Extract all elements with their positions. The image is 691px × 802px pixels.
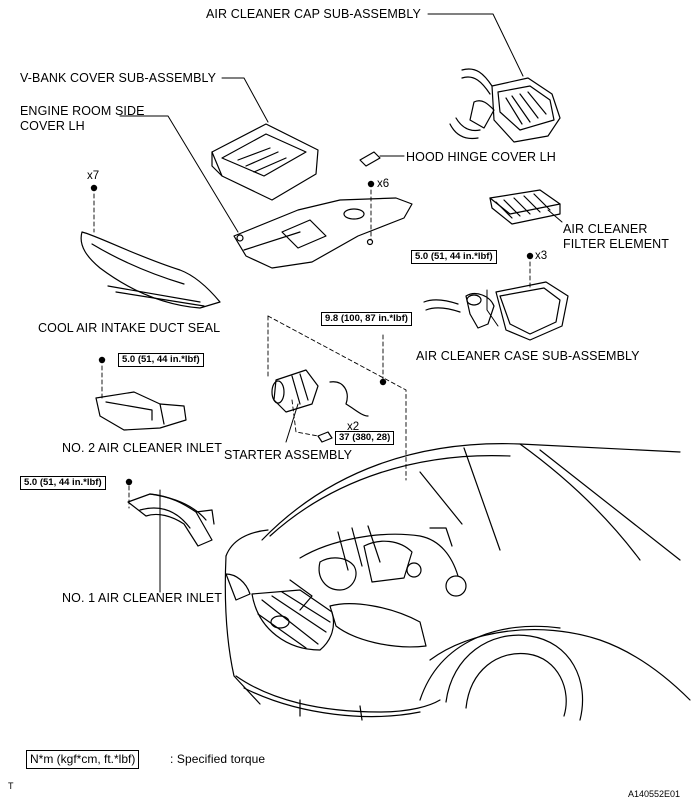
label-engine-room-side-cover-line1: ENGINE ROOM SIDE xyxy=(20,104,145,118)
no2-air-cleaner-inlet-drawing xyxy=(95,391,187,431)
qty-duct-seal-clips: x7 xyxy=(87,170,100,182)
label-air-cleaner-filter-line2: FILTER ELEMENT xyxy=(563,237,670,251)
label-v-bank-cover: V-BANK COVER SUB-ASSEMBLY xyxy=(20,71,217,85)
qty-side-cover-clips: x6 xyxy=(377,178,390,190)
figure-id: A140552E01 xyxy=(628,789,681,799)
label-air-cleaner-case: AIR CLEANER CASE SUB-ASSEMBLY xyxy=(416,349,640,363)
starter-assembly-drawing xyxy=(271,369,369,443)
cool-air-intake-duct-seal-drawing xyxy=(80,231,221,309)
hood-hinge-cover-drawing xyxy=(359,151,381,167)
label-starter-assembly: STARTER ASSEMBLY xyxy=(224,448,353,462)
label-air-cleaner-cap: AIR CLEANER CAP SUB-ASSEMBLY xyxy=(206,7,421,21)
torque-no2-inlet: 5.0 (51, 44 in.*lbf) xyxy=(118,353,204,367)
label-no2-air-cleaner-inlet: NO. 2 AIR CLEANER INLET xyxy=(62,441,222,455)
torque-starter-bolt: 37 (380, 28) xyxy=(335,431,395,445)
qty-air-case-bolts: x3 xyxy=(535,250,548,262)
dashed-guides xyxy=(93,189,531,509)
label-no1-air-cleaner-inlet: NO. 1 AIR CLEANER INLET xyxy=(62,591,222,605)
qty-starter-bolts: x2 xyxy=(347,421,360,433)
no1-air-cleaner-inlet-drawing xyxy=(127,493,215,547)
label-cool-air-intake-duct-seal: COOL AIR INTAKE DUCT SEAL xyxy=(38,321,221,335)
leader-lines xyxy=(119,13,563,593)
engine-room-side-cover-drawing xyxy=(233,197,413,269)
legend-unit-box: N*m (kgf*cm, ft.*lbf) xyxy=(26,750,140,769)
fasteners xyxy=(90,180,534,486)
v-bank-cover-drawing xyxy=(211,123,319,201)
legend-description: : Specified torque xyxy=(170,752,266,766)
air-cleaner-filter-drawing xyxy=(489,189,561,225)
torque-no1-inlet: 5.0 (51, 44 in.*lbf) xyxy=(20,476,106,490)
label-air-cleaner-filter-line1: AIR CLEANER xyxy=(563,222,648,236)
vehicle-drawing xyxy=(224,443,691,721)
air-cleaner-cap-drawing xyxy=(449,68,561,143)
torque-air-case: 5.0 (51, 44 in.*lbf) xyxy=(411,250,497,264)
label-hood-hinge-cover: HOOD HINGE COVER LH xyxy=(406,150,556,164)
air-cleaner-case-drawing xyxy=(423,281,569,341)
torque-starter-nut: 9.8 (100, 87 in.*lbf) xyxy=(321,312,412,326)
label-engine-room-side-cover-line2: COVER LH xyxy=(20,119,85,133)
footer-mark: T xyxy=(8,781,14,791)
